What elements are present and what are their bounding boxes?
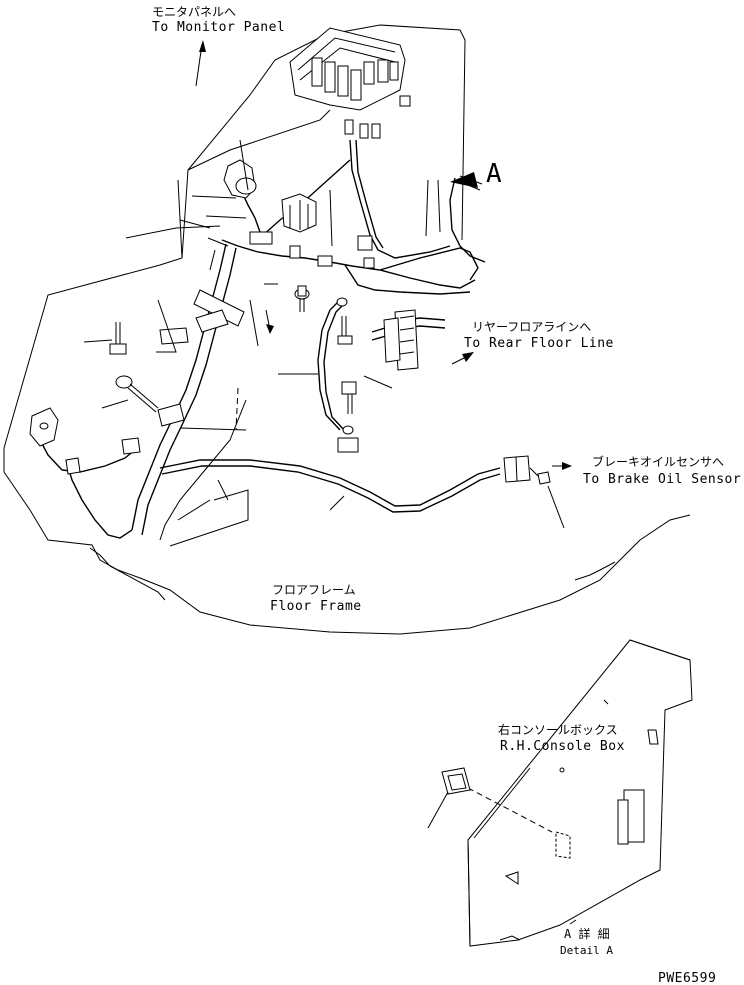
- leader-lines: [83, 139, 565, 529]
- monitor-panel-connector-block: [289, 27, 411, 139]
- label-monitor-panel-en: To Monitor Panel: [152, 20, 285, 35]
- bolt-right-1: [337, 316, 353, 345]
- console-box-detail: [427, 639, 693, 947]
- ground-block: [337, 437, 359, 453]
- label-console-box-jp: 右コンソールボックス: [498, 722, 618, 737]
- bolt-right-2: [341, 381, 357, 414]
- label-console-box-en: R.H.Console Box: [500, 739, 625, 754]
- wire-harness: [37, 139, 501, 539]
- label-rear-floor-jp: リヤーフロアラインへ: [472, 320, 591, 334]
- center-column: [159, 249, 249, 547]
- bolt-center: [294, 285, 310, 312]
- label-view-a: A: [486, 159, 502, 189]
- label-brake-oil-jp: ブレーキオイルセンサへ: [592, 454, 724, 469]
- label-brake-oil-en: To Brake Oil Sensor: [583, 472, 741, 487]
- arrows: [195, 40, 572, 470]
- text-labels: モニタパネルへ To Monitor Panel A リヤーフロアラインへ To…: [152, 5, 741, 985]
- label-monitor-panel-jp: モニタパネルへ: [152, 5, 236, 19]
- label-detail-jp: A 詳 細: [564, 926, 610, 941]
- bolt-left-2: [115, 375, 159, 413]
- label-detail-en: Detail A: [560, 944, 613, 957]
- label-rear-floor-en: To Rear Floor Line: [464, 336, 614, 351]
- drawing-number: PWE6599: [658, 971, 716, 985]
- label-floor-frame-en: Floor Frame: [270, 599, 362, 614]
- components: [29, 159, 551, 485]
- floor-frame-outline: [3, 24, 691, 635]
- label-floor-frame-jp: フロアフレーム: [272, 583, 356, 597]
- bolt-left-1: [109, 322, 127, 355]
